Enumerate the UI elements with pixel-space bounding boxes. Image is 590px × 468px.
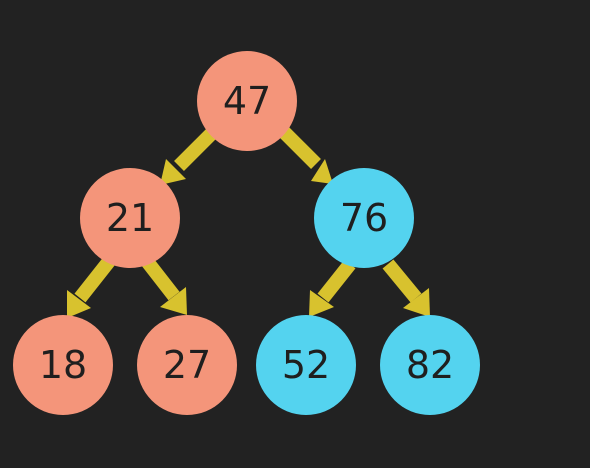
node-label: 76: [339, 196, 389, 240]
tree-node-47: 47: [197, 51, 297, 151]
tree-node-18: 18: [13, 315, 113, 415]
tree-node-21: 21: [80, 168, 180, 268]
node-label: 27: [162, 343, 212, 387]
edge-n76-n52: [309, 259, 356, 317]
edge-n21-n18: [67, 255, 116, 318]
tree-node-76: 76: [314, 168, 414, 268]
node-label: 21: [105, 196, 155, 240]
node-label: 82: [405, 343, 455, 387]
node-label: 18: [38, 343, 88, 387]
tree-node-82: 82: [380, 315, 480, 415]
node-label: 52: [281, 343, 331, 387]
tree-node-27: 27: [137, 315, 237, 415]
node-label: 47: [222, 79, 272, 123]
edge-n76-n82: [382, 259, 430, 317]
edge-n47-n76: [278, 126, 333, 184]
edge-n47-n21: [160, 126, 219, 185]
tree-node-52: 52: [256, 315, 356, 415]
edge-n21-n27: [140, 255, 187, 315]
